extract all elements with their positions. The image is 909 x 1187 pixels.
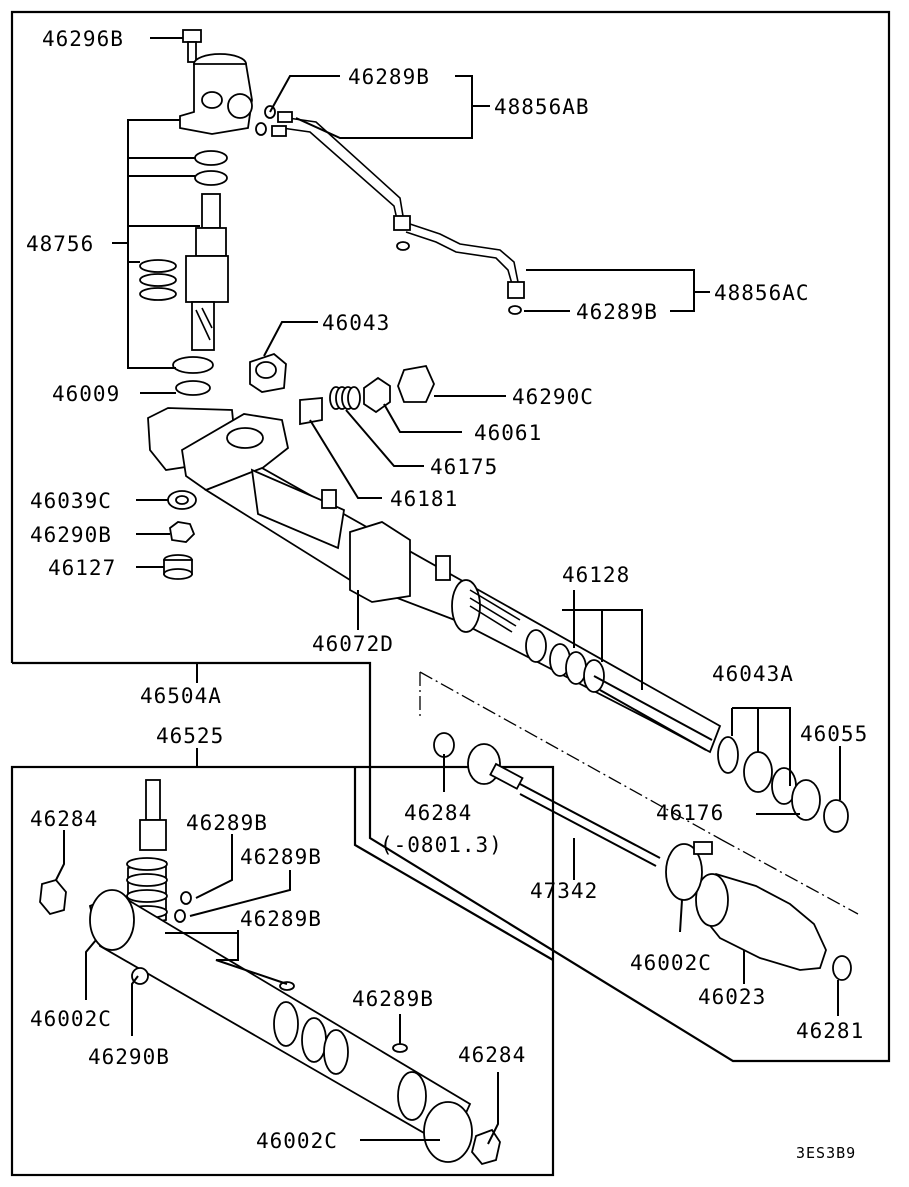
main-assembly-frame bbox=[10, 10, 891, 1063]
rack-shaft-part bbox=[593, 675, 713, 741]
label-46290B-bottom: 46290B bbox=[88, 1045, 170, 1069]
locknut-46290C-part bbox=[397, 364, 435, 403]
label-46072D: 46072D bbox=[312, 632, 394, 656]
label-46127: 46127 bbox=[48, 556, 116, 580]
plug-46127-part bbox=[163, 554, 193, 580]
label-46296B: 46296B bbox=[42, 27, 124, 51]
label-46281: 46281 bbox=[796, 1019, 864, 1043]
clamp-tab-part bbox=[693, 841, 713, 855]
label-47342: 47342 bbox=[530, 879, 598, 903]
label-46284-center: 46284 bbox=[404, 801, 472, 825]
o-ring-part bbox=[255, 122, 267, 136]
tie-rod-47342-part bbox=[433, 732, 661, 867]
label-46043: 46043 bbox=[322, 311, 390, 335]
label-46289B-top: 46289B bbox=[348, 65, 430, 89]
label-48856AC: 48856AC bbox=[714, 281, 810, 305]
label-48856AB: 48856AB bbox=[494, 95, 590, 119]
mount-46039C-part bbox=[167, 490, 197, 510]
center-line bbox=[721, 839, 859, 915]
label-46525: 46525 bbox=[156, 724, 224, 748]
label-46181: 46181 bbox=[390, 487, 458, 511]
label-48756: 48756 bbox=[26, 232, 94, 256]
valve-housing-part bbox=[179, 53, 253, 135]
label-46284-right: 46284 bbox=[458, 1043, 526, 1067]
clamp-46002C-part bbox=[665, 843, 703, 901]
gear-assembly-46525-part bbox=[39, 779, 501, 1166]
center-line bbox=[419, 671, 723, 841]
piston-ring-part bbox=[139, 273, 177, 287]
label-46289B-right: 46289B bbox=[576, 300, 658, 324]
o-ring-46043A-part bbox=[717, 736, 739, 774]
leader-lines bbox=[55, 37, 841, 1145]
sub-assembly-step bbox=[353, 767, 554, 961]
diagram-code: 3ES3B9 bbox=[796, 1144, 856, 1162]
label-46002C-right: 46002C bbox=[630, 951, 712, 975]
seal-46128-part bbox=[525, 629, 547, 663]
label-46284-left: 46284 bbox=[30, 807, 98, 831]
pressure-tube-part bbox=[271, 111, 525, 315]
piston-ring-part bbox=[139, 259, 177, 273]
label-46002C-left: 46002C bbox=[30, 1007, 112, 1031]
label-46176: 46176 bbox=[656, 801, 724, 825]
pinion-valve-part bbox=[185, 193, 229, 351]
label-46128: 46128 bbox=[562, 563, 630, 587]
sub-assembly-frame bbox=[10, 765, 555, 1177]
label-46504A: 46504A bbox=[140, 684, 222, 708]
label-46023: 46023 bbox=[698, 985, 766, 1009]
label-46002C-bottom: 46002C bbox=[256, 1129, 338, 1153]
rack-shaft-part bbox=[599, 689, 707, 751]
label-46289B-c: 46289B bbox=[240, 907, 322, 931]
label-46009: 46009 bbox=[52, 382, 120, 406]
bushing-46043-part bbox=[249, 352, 287, 393]
label-46039C: 46039C bbox=[30, 489, 112, 513]
spring-46175-part bbox=[329, 386, 361, 410]
bearing-part bbox=[172, 356, 214, 374]
nut-46290B-part bbox=[169, 521, 196, 543]
label-46175: 46175 bbox=[430, 455, 498, 479]
bellows-46023-part bbox=[695, 872, 852, 981]
label-46061: 46061 bbox=[474, 421, 542, 445]
label-46290B-left: 46290B bbox=[30, 523, 112, 547]
label-0801-3: (-0801.3) bbox=[380, 833, 503, 857]
label-46043A: 46043A bbox=[712, 662, 794, 686]
seal-46128-part bbox=[565, 651, 587, 685]
rack-stopper-46176-part bbox=[791, 779, 821, 821]
bushing-46043A-part bbox=[743, 751, 773, 793]
label-46055: 46055 bbox=[800, 722, 868, 746]
seal-ring-part bbox=[194, 150, 228, 166]
plug-46061-part bbox=[363, 376, 391, 414]
piston-ring-part bbox=[139, 287, 177, 301]
seal-ring-part bbox=[194, 170, 228, 186]
label-46289B-a: 46289B bbox=[186, 811, 268, 835]
label-46289B-d: 46289B bbox=[352, 987, 434, 1011]
oil-seal-46009-part bbox=[175, 380, 211, 396]
circlip-46055-part bbox=[823, 799, 849, 833]
rack-guide-46181-part bbox=[299, 397, 323, 426]
label-46290C: 46290C bbox=[512, 385, 594, 409]
bolt-46296B-part bbox=[182, 29, 202, 63]
label-46289B-b: 46289B bbox=[240, 845, 322, 869]
